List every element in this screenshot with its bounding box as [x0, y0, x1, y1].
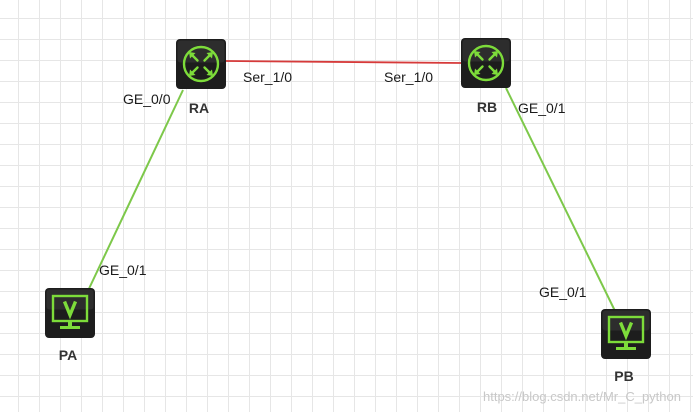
pc-monitor-icon	[45, 288, 95, 338]
router-ra[interactable]: RA	[176, 39, 226, 116]
router-icon	[176, 39, 226, 89]
node-label-pb: PB	[614, 368, 633, 384]
port-label-pb-ge: GE_0/1	[539, 284, 587, 300]
router-rb[interactable]: RB	[461, 38, 511, 115]
ethernet-link-ra-pa[interactable]	[85, 89, 184, 296]
ethernet-link-rb-pb[interactable]	[505, 87, 617, 314]
pc-pa[interactable]: PA	[45, 288, 95, 363]
links-layer	[85, 60, 617, 314]
node-label-ra: RA	[189, 100, 209, 116]
port-label-rb-ge: GE_0/1	[518, 100, 566, 116]
node-label-rb: RB	[477, 99, 497, 115]
watermark-text: https://blog.csdn.net/Mr_C_python	[483, 389, 681, 404]
serial-link-ra-rb[interactable]	[225, 60, 462, 64]
node-label-pa: PA	[59, 347, 77, 363]
port-label-ra-ser: Ser_1/0	[243, 69, 292, 85]
pc-pb[interactable]: PB	[601, 309, 651, 384]
port-label-ra-ge: GE_0/0	[123, 91, 171, 107]
port-label-rb-ser: Ser_1/0	[384, 69, 433, 85]
pc-monitor-icon	[601, 309, 651, 359]
router-icon	[461, 38, 511, 88]
port-label-pa-ge: GE_0/1	[99, 262, 147, 278]
port-labels: Ser_1/0 Ser_1/0 GE_0/0 GE_0/1 GE_0/1 GE_…	[99, 69, 587, 300]
